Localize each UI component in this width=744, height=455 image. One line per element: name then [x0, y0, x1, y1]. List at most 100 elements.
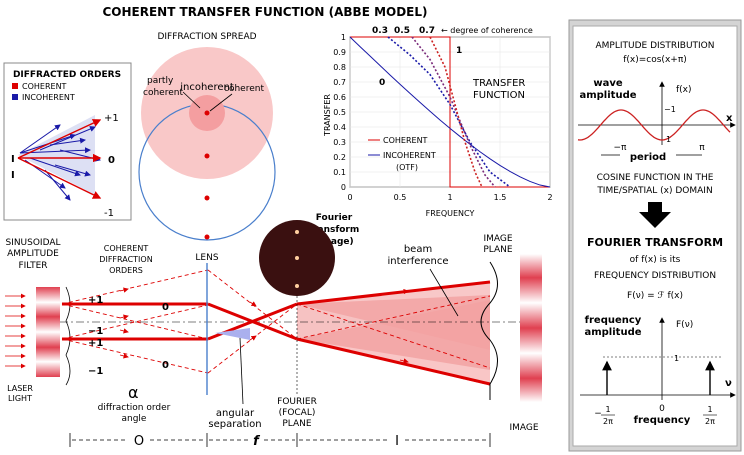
legend-incoherent-text: INCOHERENT	[383, 151, 436, 160]
filter-label-3: FILTER	[18, 261, 47, 271]
focal-label-3: PLANE	[282, 419, 312, 429]
pos-frac-den: 2π	[705, 417, 715, 426]
x-tick-label: 1	[447, 193, 452, 202]
curve-label-07: 0.7	[419, 26, 435, 36]
incoherent-legend: INCOHERENT	[22, 93, 75, 102]
distance-image: I	[395, 434, 399, 449]
y-tick-label: 1	[341, 33, 346, 42]
freq-dist-line: FREQUENCY DISTRIBUTION	[594, 271, 716, 281]
diffraction-spread-title: DIFFRACTION SPREAD	[157, 32, 256, 42]
pos-frac-num: 1	[707, 405, 712, 414]
wave-amplitude-label: amplitude	[579, 90, 636, 101]
image-wave-profile	[480, 261, 498, 400]
amplitude-heading: AMPLITUDE DISTRIBUTION	[595, 41, 714, 51]
frequency-amplitude-label: amplitude	[584, 327, 641, 338]
interference-label: interference	[387, 256, 448, 267]
image-label: IMAGE	[509, 423, 538, 433]
fourier-label-3: (image)	[314, 237, 353, 247]
neg-pi-tick: −π	[614, 143, 628, 153]
sinusoidal-filter	[36, 287, 60, 377]
filter-label-2: AMPLITUDE	[7, 249, 59, 259]
series-coherent	[350, 36, 550, 188]
cosine-wave	[577, 109, 731, 141]
angle-label-2: angle	[122, 414, 147, 424]
legend-otf-text: (OTF)	[396, 163, 418, 172]
y-tick-label: 0.7	[333, 78, 346, 87]
diffracted-orders-title: DIFFRACTED ORDERS	[13, 70, 121, 80]
interference-overlap	[297, 295, 490, 370]
fourier-spot-bottom	[295, 284, 299, 288]
incoherent-curve-label: 0	[379, 78, 385, 88]
chart-ylabel: TRANSFER	[323, 94, 332, 137]
pi-tick: π	[699, 143, 705, 153]
coherent-label: coherent	[224, 84, 264, 94]
series-0-7	[429, 36, 483, 188]
fx-label: f(x)	[676, 85, 692, 95]
y-tick-label: 0.6	[333, 93, 346, 102]
y-tick-label: 0.3	[333, 138, 346, 147]
distance-focal: f	[253, 434, 261, 449]
figure-title: COHERENT TRANSFER FUNCTION (ABBE MODEL)	[102, 5, 427, 19]
focal-label-1: FOURIER	[277, 397, 317, 407]
laser-arrows	[5, 293, 26, 369]
optical-path-diagram: LENS SINUSOIDAL AMPLITUDE FILTER COHEREN…	[5, 234, 542, 449]
angular-label-1: angular	[216, 408, 255, 419]
fourier-heading: FOURIER TRANSFORM	[587, 236, 723, 249]
distance-object: O	[134, 434, 144, 449]
legend-coherent-text: COHERENT	[383, 136, 428, 145]
partly-label: partly	[147, 76, 174, 86]
x-tick-label: 1.5	[494, 193, 507, 202]
fv-formula: F(ν) = ℱ f(x)	[627, 291, 683, 301]
coherent-swatch	[12, 83, 18, 89]
y-tick-label: 0.8	[333, 63, 346, 72]
x-tick-label: 2	[547, 193, 552, 202]
wave-label: wave	[593, 78, 623, 89]
filter-wave-profile	[65, 286, 71, 386]
y-tick-label: 0	[341, 183, 346, 192]
angular-label-2: separation	[208, 419, 261, 430]
alpha-symbol: α	[128, 383, 139, 402]
frequency-axis-label: frequency	[634, 415, 691, 426]
interference-pointer	[429, 268, 459, 317]
partly-coherent-label: coherent	[143, 88, 183, 98]
fourier-spot-top	[295, 230, 299, 234]
of-fx-line: of f(x) is its	[630, 255, 681, 265]
source-symbol: I	[11, 154, 15, 165]
down-arrow-icon	[639, 202, 671, 228]
source-symbol-2: I	[11, 170, 15, 181]
lens-label: LENS	[195, 253, 218, 263]
order-plus-one: +1	[104, 113, 119, 124]
fv-axis-label: F(ν)	[676, 320, 693, 330]
incoherent-arrows	[19, 124, 101, 201]
dot-plus-one	[204, 110, 210, 116]
transfer-function-title-2: FUNCTION	[473, 90, 525, 101]
diffraction-spread-diagram: DIFFRACTION SPREAD incoherent partly coh…	[138, 32, 276, 241]
amplitude-formula: f(x)=cos(x+π)	[623, 55, 687, 65]
order-minus-one: -1	[104, 208, 114, 219]
chart-series	[349, 36, 551, 188]
beam-plus-one-bottom: +1	[88, 338, 103, 349]
laser-label-2: LIGHT	[8, 394, 32, 403]
origin-zero: 0	[659, 404, 665, 414]
coherent-arrows	[17, 119, 102, 199]
x-tick-label: 0.5	[394, 193, 407, 202]
right-info-panel: AMPLITUDE DISTRIBUTION f(x)=cos(x+π) wav…	[568, 19, 742, 452]
fv-one-tick: 1	[674, 354, 679, 363]
fourier-transform-image: Fourier transform (image)	[259, 213, 359, 296]
angular-separation-wedge	[215, 328, 250, 340]
distance-markers	[69, 433, 491, 447]
incoherent-swatch	[12, 94, 18, 100]
neg-frac-num: 1	[605, 405, 610, 414]
fourier-label-2: transform	[309, 225, 360, 235]
orders-label-3: ORDERS	[109, 266, 143, 275]
cosine-line-1: COSINE FUNCTION IN THE	[597, 173, 714, 183]
minus-one-tick: −1	[664, 105, 676, 114]
curve-label-03: 0.3	[372, 26, 388, 36]
image-plane-label-1: IMAGE	[483, 234, 512, 244]
angular-pointer	[239, 337, 244, 405]
y-tick-label: 0.4	[333, 123, 346, 132]
image-pattern	[520, 254, 542, 402]
dot-minus-two	[204, 234, 210, 240]
fourier-spot-center	[295, 256, 299, 260]
image-plane-label-2: PLANE	[483, 245, 513, 255]
